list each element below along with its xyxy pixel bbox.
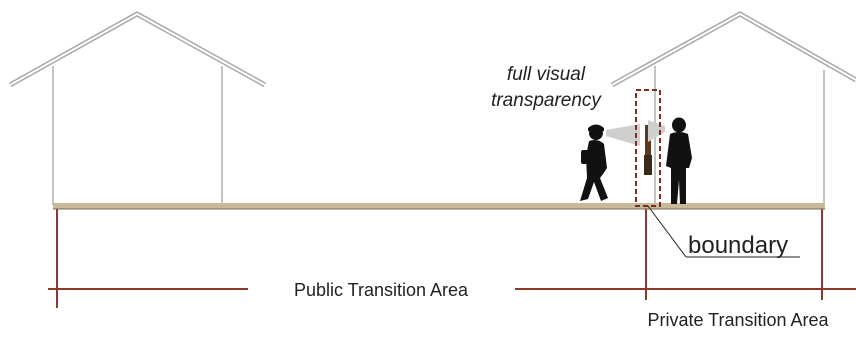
annotation-line1: full visual: [507, 64, 586, 85]
house-right-icon: [610, 11, 856, 205]
boundary-leader-line: [647, 205, 800, 258]
private-area-label: Private Transition Area: [647, 310, 829, 330]
standing-person-icon: [666, 117, 692, 204]
ground-strip: [53, 203, 825, 210]
house-left-icon: [8, 11, 267, 205]
boundary-label: boundary: [688, 232, 788, 259]
annotation-line2: transparency: [491, 90, 602, 111]
public-area-label: Public Transition Area: [294, 280, 469, 300]
walking-person-icon: [580, 124, 608, 201]
dimension-lines: [48, 209, 856, 308]
